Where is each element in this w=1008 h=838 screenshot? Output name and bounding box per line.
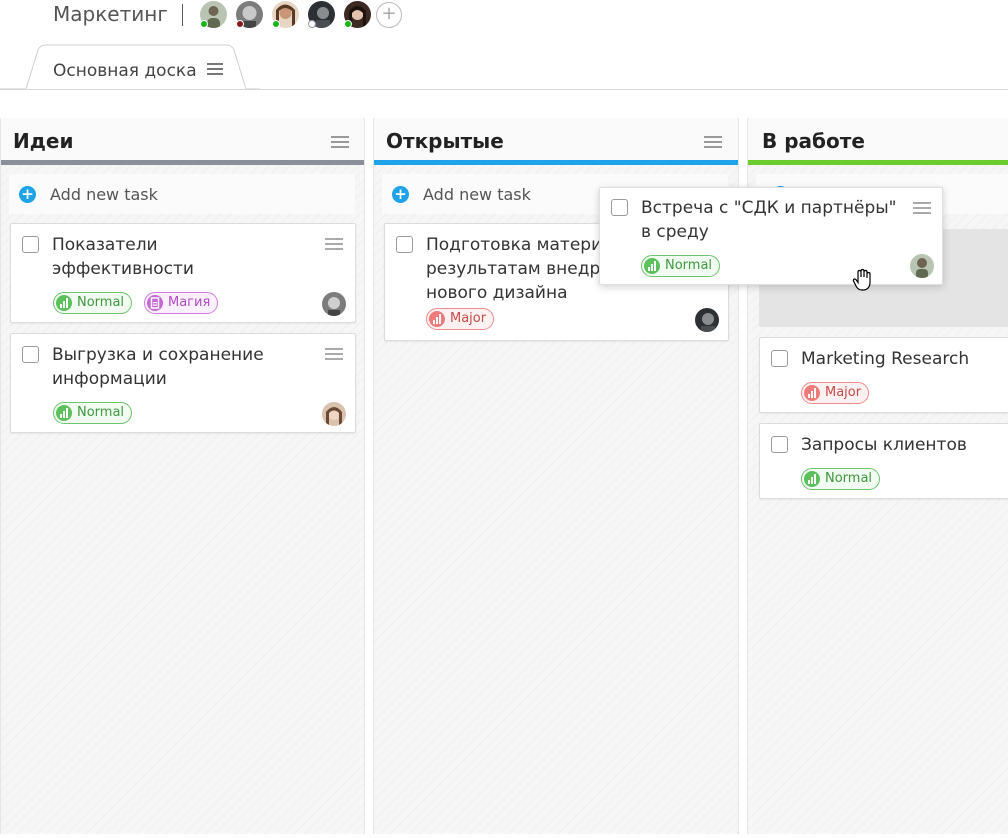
column-header: Открытые <box>374 118 738 165</box>
column-color-bar <box>1 160 364 165</box>
task-title: Показатели эффективности <box>52 235 194 279</box>
column-menu-icon[interactable] <box>331 135 349 149</box>
title-divider <box>182 4 183 26</box>
column-header: Идеи <box>1 118 364 165</box>
grab-cursor-icon <box>852 268 871 291</box>
board-tab-shape <box>0 44 260 90</box>
priority-tag: Normal <box>53 402 133 424</box>
add-member-button[interactable]: + <box>376 2 402 28</box>
assignee-avatar[interactable] <box>910 254 934 278</box>
add-task-label: Add new task <box>423 185 531 204</box>
hamburger-icon[interactable] <box>207 62 223 76</box>
tab-baseline <box>0 89 1008 90</box>
priority-bars-icon <box>804 385 820 401</box>
status-offline-icon <box>308 20 316 28</box>
task-checkbox[interactable] <box>611 199 628 216</box>
card-menu-icon[interactable] <box>325 238 343 251</box>
plus-icon: + <box>392 186 409 203</box>
assignee-avatar[interactable] <box>695 308 719 332</box>
dragged-task-card[interactable]: Встреча с "СДК и партнёры" в среду Norma… <box>599 187 943 285</box>
task-title: Запросы клиентов <box>801 435 967 455</box>
status-online-icon <box>272 20 280 28</box>
card-menu-icon[interactable] <box>913 202 931 215</box>
priority-tag: Normal <box>801 468 881 490</box>
priority-bars-icon <box>56 405 72 421</box>
add-task-label: Add new task <box>50 185 158 204</box>
task-title: Встреча с "СДК и партнёры" в среду <box>641 198 897 242</box>
plus-icon: + <box>19 186 36 203</box>
task-card[interactable]: Выгрузка и сохранение информации Normal <box>10 333 356 433</box>
priority-tag: Major <box>801 382 870 404</box>
task-title: Marketing Research <box>801 349 970 369</box>
column-menu-icon[interactable] <box>704 135 722 149</box>
assignee-avatar[interactable] <box>322 402 346 426</box>
task-checkbox[interactable] <box>771 436 788 453</box>
avatar[interactable] <box>344 1 371 28</box>
priority-bars-icon <box>429 311 445 327</box>
label-tag: Магия <box>144 292 219 314</box>
status-busy-icon <box>236 20 244 28</box>
card-menu-icon[interactable] <box>325 348 343 361</box>
status-online-icon <box>200 20 208 28</box>
status-online-icon <box>344 20 352 28</box>
task-title: Выгрузка и сохранение информации <box>52 345 264 389</box>
tab-main-board[interactable]: Основная доска <box>53 61 197 81</box>
document-icon <box>147 295 163 311</box>
project-header: Маркетинг + <box>0 0 1008 36</box>
priority-tag: Normal <box>53 292 133 314</box>
avatar[interactable] <box>236 1 263 28</box>
column-header: В работе <box>748 118 1008 165</box>
priority-tag: Normal <box>641 255 721 277</box>
column-title: В работе <box>762 129 865 153</box>
assignee-avatar[interactable] <box>322 292 346 316</box>
column-color-bar <box>748 160 1008 165</box>
project-title[interactable]: Маркетинг <box>53 2 168 26</box>
priority-bars-icon <box>804 471 820 487</box>
priority-bars-icon <box>56 295 72 311</box>
column-title: Открытые <box>386 129 504 153</box>
column-ideas: Идеи + Add new task Показатели эффективн… <box>0 118 365 834</box>
priority-bars-icon <box>644 258 660 274</box>
task-checkbox[interactable] <box>22 236 39 253</box>
task-card[interactable]: Marketing Research Major <box>759 337 1008 413</box>
priority-tag: Major <box>426 308 495 330</box>
column-color-bar <box>374 160 738 165</box>
add-task-button[interactable]: + Add new task <box>9 174 355 214</box>
task-card[interactable]: Запросы клиентов Normal <box>759 423 1008 499</box>
task-title: Подготовка матери результатам внедре нов… <box>426 235 611 303</box>
task-checkbox[interactable] <box>396 236 413 253</box>
task-checkbox[interactable] <box>22 346 39 363</box>
task-card[interactable]: Показатели эффективности Normal Магия <box>10 223 356 323</box>
column-title: Идеи <box>13 129 74 153</box>
task-checkbox[interactable] <box>771 350 788 367</box>
